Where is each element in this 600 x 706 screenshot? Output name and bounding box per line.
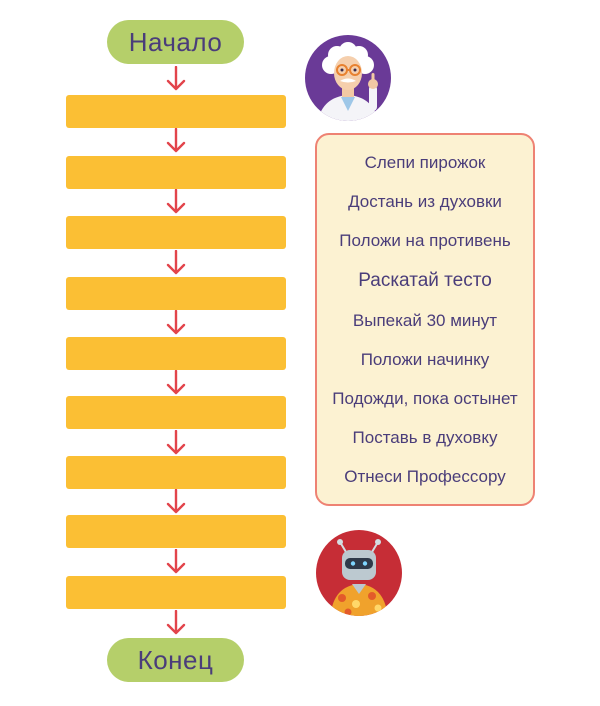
flow-slot-5[interactable] (66, 337, 286, 370)
steps-panel: Слепи пирожок Достань из духовки Положи … (315, 133, 535, 506)
step-item[interactable]: Достань из духовки (348, 191, 502, 211)
end-label: Конец (137, 644, 214, 675)
flow-slot-6[interactable] (66, 396, 286, 429)
step-item[interactable]: Отнеси Профессору (344, 466, 506, 486)
flow-arrow (166, 489, 186, 514)
flow-slot-3[interactable] (66, 216, 286, 249)
flow-arrow (166, 310, 186, 335)
robot-avatar (316, 530, 402, 616)
start-label: Начало (128, 26, 223, 57)
flow-arrow (166, 610, 186, 635)
flow-slot-8[interactable] (66, 515, 286, 548)
flow-arrow (166, 549, 186, 574)
flow-slot-2[interactable] (66, 156, 286, 189)
flow-arrow (166, 66, 186, 91)
step-item[interactable]: Раскатай тесто (358, 269, 492, 291)
flow-slot-7[interactable] (66, 456, 286, 489)
flow-arrow (166, 430, 186, 455)
end-terminal: Конец (107, 638, 244, 682)
start-terminal: Начало (107, 20, 244, 64)
flow-arrow (166, 370, 186, 395)
step-item[interactable]: Поставь в духовку (352, 427, 498, 447)
step-item[interactable]: Положи начинку (360, 349, 490, 369)
flow-arrow (166, 250, 186, 275)
flow-slot-1[interactable] (66, 95, 286, 128)
flow-arrow (166, 189, 186, 214)
flow-slot-4[interactable] (66, 277, 286, 310)
flow-slot-9[interactable] (66, 576, 286, 609)
step-item[interactable]: Выпекай 30 минут (352, 310, 498, 330)
step-item[interactable]: Подожди, пока остынет (332, 388, 518, 408)
step-item[interactable]: Слепи пирожок (364, 152, 486, 172)
flow-arrow (166, 128, 186, 153)
professor-avatar (305, 35, 391, 121)
step-item[interactable]: Положи на противень (339, 230, 511, 250)
